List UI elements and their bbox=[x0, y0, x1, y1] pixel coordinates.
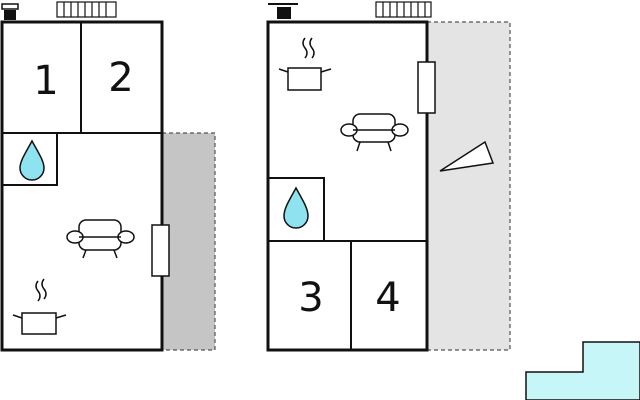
room-label-3: 3 bbox=[298, 275, 323, 321]
pool bbox=[525, 341, 640, 400]
room-label-4: 4 bbox=[375, 275, 400, 321]
sofa-icon bbox=[66, 219, 135, 259]
right-unit: 3 4 bbox=[266, 1, 495, 352]
room-label-1: 1 bbox=[33, 58, 58, 104]
right-bathroom bbox=[267, 177, 325, 242]
sofa-icon bbox=[340, 113, 409, 152]
left-unit: 1 2 bbox=[0, 1, 170, 352]
right-terrace bbox=[426, 21, 511, 351]
left-bathroom bbox=[1, 132, 58, 186]
kitchen-pot-icon bbox=[12, 278, 67, 335]
kitchen-pot-icon bbox=[278, 37, 332, 91]
window-icon bbox=[151, 224, 170, 277]
radiator-icon bbox=[375, 1, 432, 18]
lounger-icon bbox=[439, 140, 495, 172]
left-terrace bbox=[161, 132, 216, 351]
door-step bbox=[1, 3, 19, 10]
bathroom-drop-icon bbox=[19, 139, 45, 181]
radiator-icon bbox=[56, 1, 117, 18]
window-icon bbox=[417, 61, 436, 114]
bathroom-drop-icon bbox=[283, 186, 309, 229]
door-icon bbox=[4, 10, 16, 20]
door-icon bbox=[277, 7, 291, 19]
room-label-2: 2 bbox=[108, 55, 133, 101]
